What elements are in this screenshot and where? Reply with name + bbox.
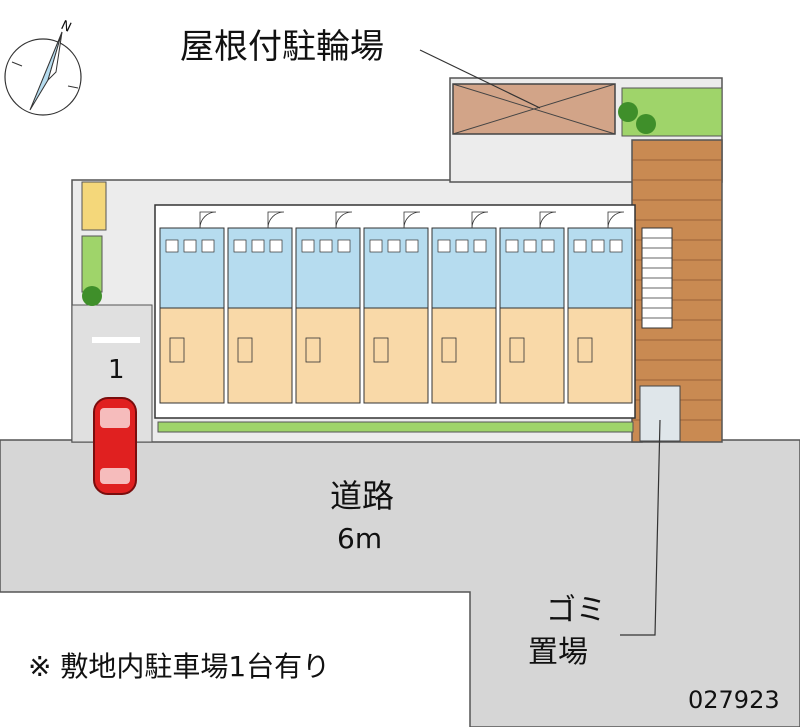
compass-n-label: N [58,18,73,36]
road-name-label: 道路 [330,477,394,515]
apartment-unit [363,211,429,404]
footnote: ※ 敷地内駐車場1台有り [28,650,330,683]
apartment-unit [295,211,361,404]
compass-icon [4,31,82,116]
road-width-label: 6m [337,522,382,555]
road [0,439,800,727]
garbage-label-2: 置場 [528,635,588,670]
apartment-units [159,211,633,404]
apartment-unit [431,211,497,404]
bike-parking-leader [419,49,541,109]
staircase [641,227,673,329]
apartment-unit [499,211,565,404]
apartment-unit [227,211,293,404]
roofed-bike-parking [452,83,616,135]
greenery [81,87,723,433]
bike-parking-label: 屋根付駐輪場 [180,27,384,67]
car-icon [93,397,137,495]
parking-number-label: 1 [108,355,125,385]
property-code: 027923 [688,686,780,714]
garbage-label-1: ゴミ [546,593,606,628]
garbage-leader [620,419,661,636]
apartment-unit [159,211,225,404]
apartment-unit [567,211,633,404]
